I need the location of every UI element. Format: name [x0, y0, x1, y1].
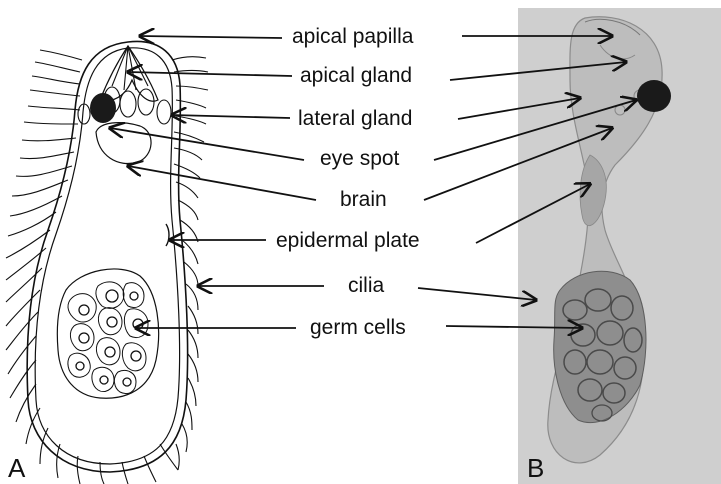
arrow-brain-a [128, 166, 316, 200]
label-apical-papilla: apical papilla [292, 26, 413, 47]
label-apical-gland: apical gland [300, 65, 412, 86]
eyespot-photo [637, 80, 671, 112]
label-lateral-gland: lateral gland [298, 108, 412, 129]
label-eye-spot: eye spot [320, 148, 399, 169]
arrow-eye-spot-a [110, 128, 304, 160]
eyespot-drawing [90, 93, 116, 123]
label-brain: brain [340, 189, 387, 210]
arrow-apical-gland-a [128, 72, 292, 76]
panel-label-a: A [8, 455, 25, 481]
panel-label-b: B [527, 455, 544, 481]
label-epidermal-plate: epidermal plate [276, 230, 420, 251]
arrow-lateral-gland-a [172, 115, 290, 118]
label-germ-cells: germ cells [310, 317, 406, 338]
label-cilia: cilia [348, 275, 384, 296]
arrow-apical-papilla-a [140, 36, 282, 38]
